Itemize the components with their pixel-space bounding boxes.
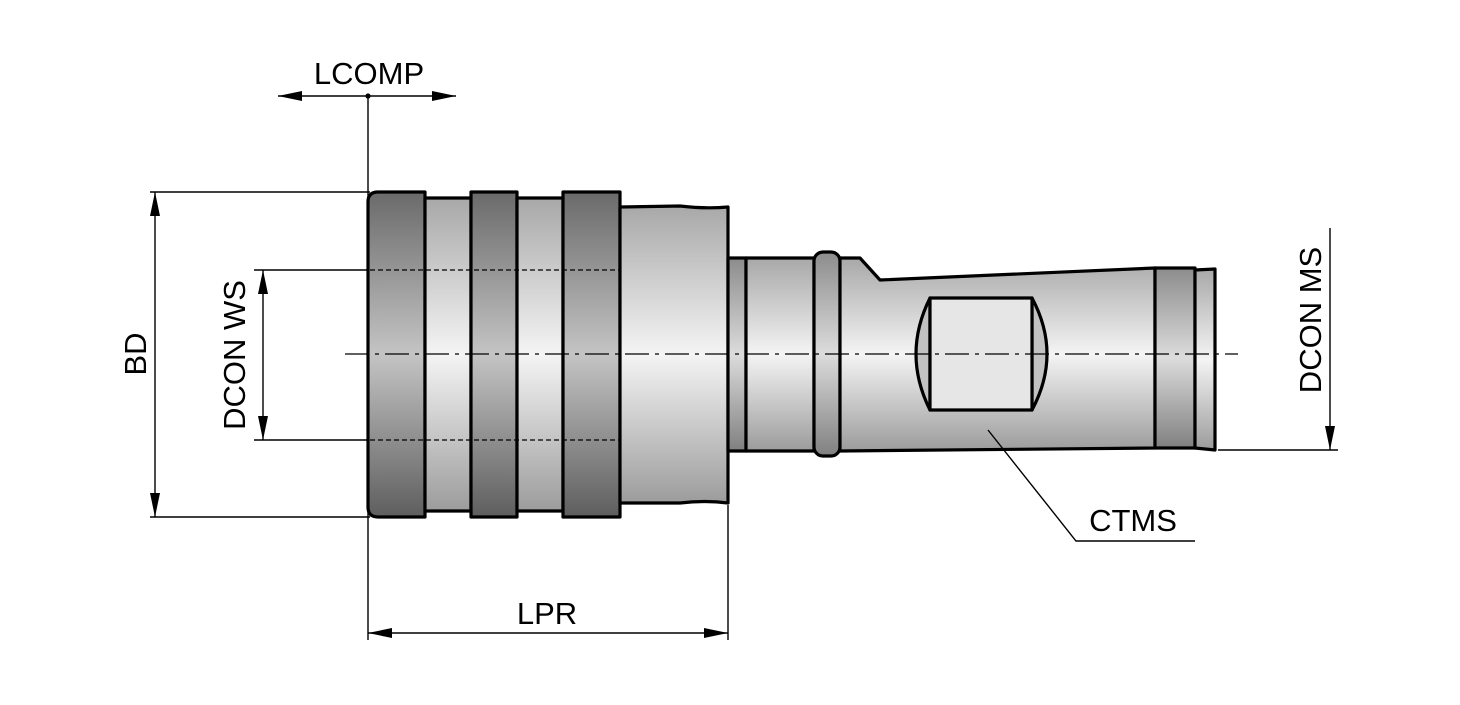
ctms-leader-line bbox=[987, 429, 1195, 542]
dimension-bd: BD bbox=[118, 192, 160, 517]
dimension-dcon-ms: DCON MS bbox=[1293, 228, 1335, 450]
dcon-ws-label: DCON WS bbox=[217, 280, 252, 430]
dcon-ms-label: DCON MS bbox=[1293, 247, 1328, 393]
neck-section bbox=[726, 250, 842, 458]
lcomp-label: LCOMP bbox=[314, 56, 424, 91]
leader-ctms: CTMS bbox=[987, 429, 1195, 542]
dimension-dcon-ws: DCON WS bbox=[217, 270, 268, 440]
lpr-label: LPR bbox=[517, 596, 577, 631]
tang-end bbox=[1193, 267, 1217, 452]
dimension-lcomp: LCOMP bbox=[278, 56, 456, 101]
bd-label: BD bbox=[118, 332, 153, 375]
lcomp-origin-dot bbox=[365, 93, 371, 99]
ctms-label: CTMS bbox=[1089, 503, 1177, 538]
tang-groove bbox=[1153, 266, 1197, 450]
dimension-lpr: LPR bbox=[368, 596, 728, 638]
